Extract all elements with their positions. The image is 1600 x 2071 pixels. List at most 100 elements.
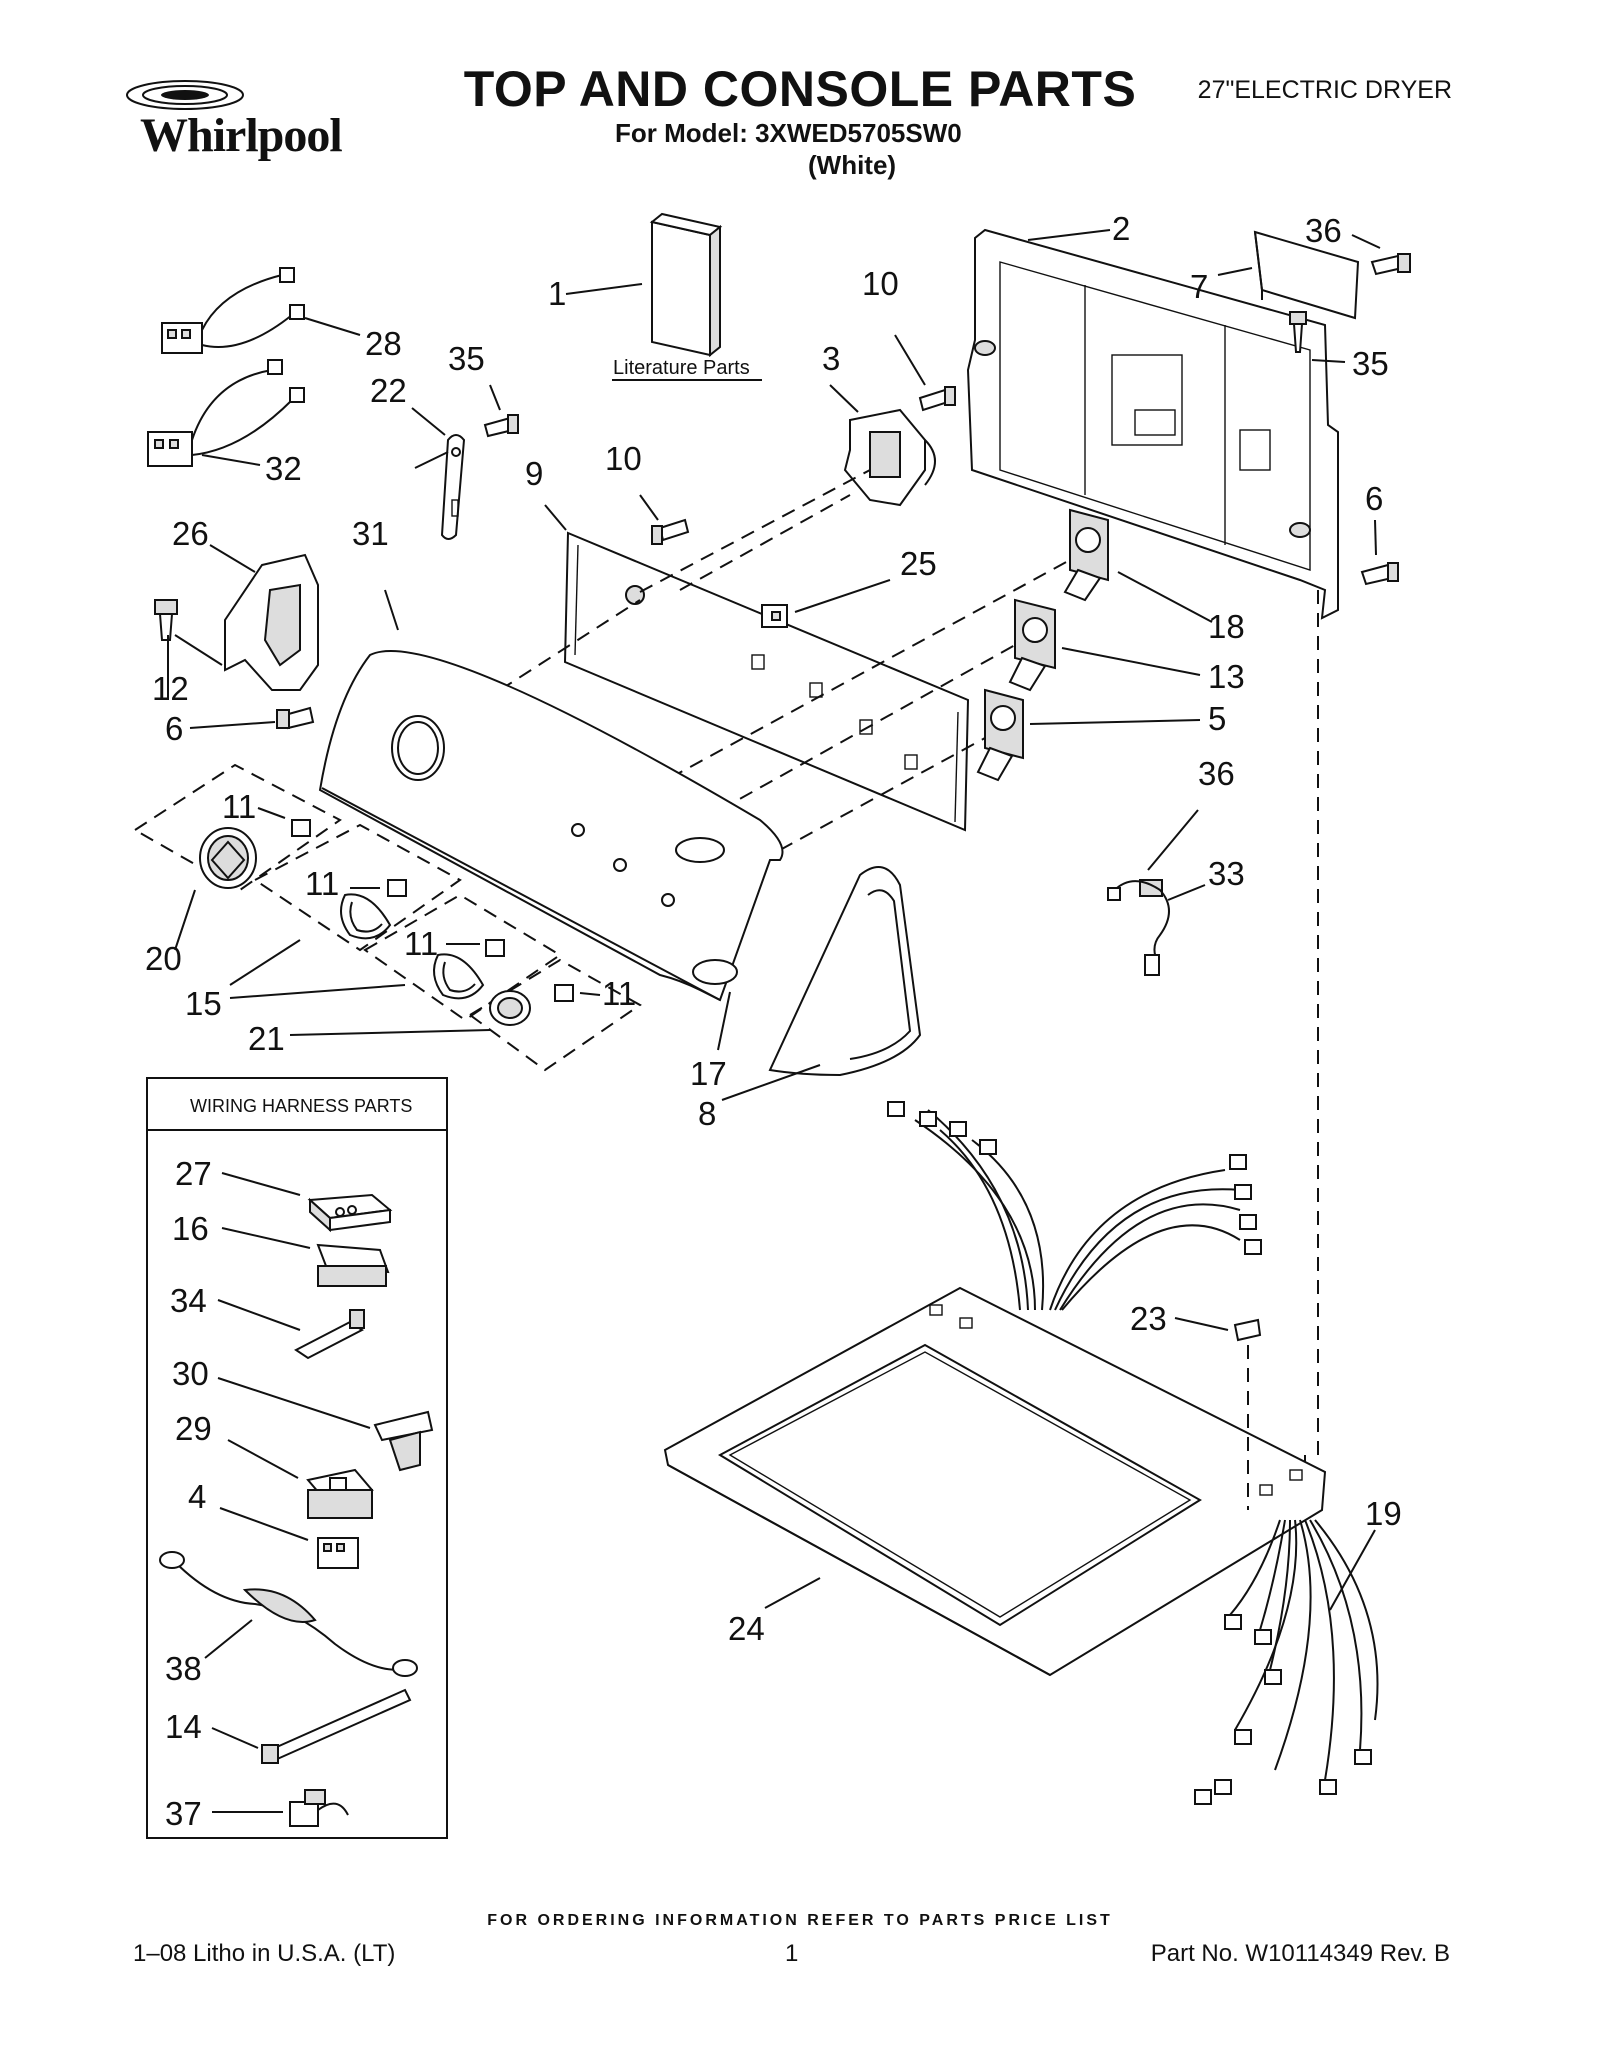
push-clip-part <box>373 1410 434 1472</box>
indicator-cover-part <box>768 866 922 1077</box>
literature-part-booklet <box>649 212 723 358</box>
leader-line <box>544 504 567 531</box>
leader-line <box>221 1227 311 1249</box>
callout-22: 22 <box>370 372 407 409</box>
spacer-part <box>485 939 505 957</box>
callout-17: 17 <box>690 1055 727 1092</box>
wire-harness-upper <box>887 1101 1262 1311</box>
model-line: For Model: 3XWED5705SW0 <box>615 118 962 148</box>
top-panel <box>663 1286 1327 1677</box>
callout-36-upper: 36 <box>1305 212 1342 249</box>
spacer-part <box>554 984 574 1002</box>
callout-19: 19 <box>1365 1495 1402 1532</box>
callout-5: 5 <box>1208 700 1226 737</box>
connector-housing-part <box>306 1468 374 1519</box>
screw-icon <box>918 386 956 412</box>
leader-line <box>794 579 891 613</box>
wiring-box-title: WIRING HARNESS PARTS <box>190 1096 412 1116</box>
wire-clip-part <box>289 1789 349 1827</box>
wire-harness-lower <box>1194 1519 1379 1805</box>
leader-line <box>204 1619 253 1659</box>
leader-line <box>211 1727 259 1749</box>
strap-part <box>440 434 466 540</box>
leader-line <box>1061 647 1201 676</box>
leader-line <box>174 634 223 666</box>
leader-line <box>1029 719 1201 725</box>
callout-35-left: 35 <box>448 340 485 377</box>
callout-11-c: 11 <box>404 925 438 962</box>
spacer-part <box>291 819 311 837</box>
callout-10-lower: 10 <box>605 440 642 477</box>
bracket-part <box>1253 230 1360 320</box>
door-switch-part <box>1107 879 1170 976</box>
screw-icon <box>276 706 315 730</box>
connector-block-part <box>316 1243 390 1287</box>
cable-tie-part <box>261 1688 412 1764</box>
callout-23: 23 <box>1130 1300 1167 1337</box>
callout-11-a: 11 <box>222 788 256 825</box>
leader-line <box>227 1439 299 1479</box>
leader-line <box>384 589 399 631</box>
brand-swirl-logo <box>126 80 244 110</box>
leader-line <box>579 992 601 996</box>
callout-26: 26 <box>172 515 209 552</box>
callout-11-d: 11 <box>602 975 636 1012</box>
push-button-part <box>489 990 531 1026</box>
brand-logo-wordmark: Whirlpool <box>140 109 343 162</box>
literature-label: Literature Parts <box>613 357 750 379</box>
housing-part <box>307 1193 393 1233</box>
leader-line <box>1147 809 1199 871</box>
callout-9: 9 <box>525 455 543 492</box>
leader-line <box>189 721 276 729</box>
callout-15: 15 <box>185 985 222 1022</box>
leader-line <box>1329 1529 1376 1611</box>
leader-line <box>717 991 731 1051</box>
leader-line <box>565 283 643 295</box>
terminal-part <box>294 1309 365 1360</box>
callout-6-left: 6 <box>165 710 183 747</box>
leader-line <box>1117 571 1213 623</box>
screw-icon <box>154 599 178 641</box>
leader-line <box>1167 884 1206 901</box>
end-cap-part <box>224 553 319 691</box>
leader-line <box>829 384 859 413</box>
leader-line <box>304 317 361 336</box>
spacer-part <box>387 879 407 897</box>
callout-13: 13 <box>1208 658 1245 695</box>
callout-6-right: 6 <box>1365 480 1383 517</box>
callout-32: 32 <box>265 450 302 487</box>
part-number: Part No. W10114349 Rev. B <box>1150 1940 1450 1967</box>
screw-icon <box>1289 311 1307 353</box>
leader-line <box>201 454 261 466</box>
leader-line <box>217 1299 301 1331</box>
callout-33: 33 <box>1208 855 1245 892</box>
knob-part <box>199 827 257 889</box>
screw-icon <box>1370 253 1411 276</box>
callout-10-upper: 10 <box>862 265 899 302</box>
screw-icon <box>651 518 690 545</box>
wiring-harness-box <box>146 1077 448 1839</box>
callout-18: 18 <box>1208 608 1245 645</box>
callout-2: 2 <box>1112 210 1130 247</box>
callout-28: 28 <box>365 325 402 362</box>
leader-line <box>639 494 659 521</box>
harness-connector-part <box>161 267 305 354</box>
leader-line <box>289 1029 491 1036</box>
selector-knob-part <box>340 893 392 940</box>
callout-30: 30 <box>172 1355 209 1392</box>
leader-line <box>894 334 926 386</box>
lens-part <box>692 959 738 985</box>
callout-34: 34 <box>170 1282 207 1319</box>
callout-1: 1 <box>548 275 566 312</box>
page-title: TOP AND CONSOLE PARTS <box>463 61 1137 117</box>
callout-38: 38 <box>165 1650 202 1687</box>
callout-27: 27 <box>175 1155 212 1192</box>
leader-line <box>414 451 449 469</box>
leader-line <box>221 1172 301 1196</box>
timer-part <box>843 408 936 507</box>
alignment-lines <box>499 469 1319 1480</box>
screw-icon <box>1360 562 1399 586</box>
leader-line <box>229 984 406 999</box>
switch-part <box>976 688 1024 782</box>
